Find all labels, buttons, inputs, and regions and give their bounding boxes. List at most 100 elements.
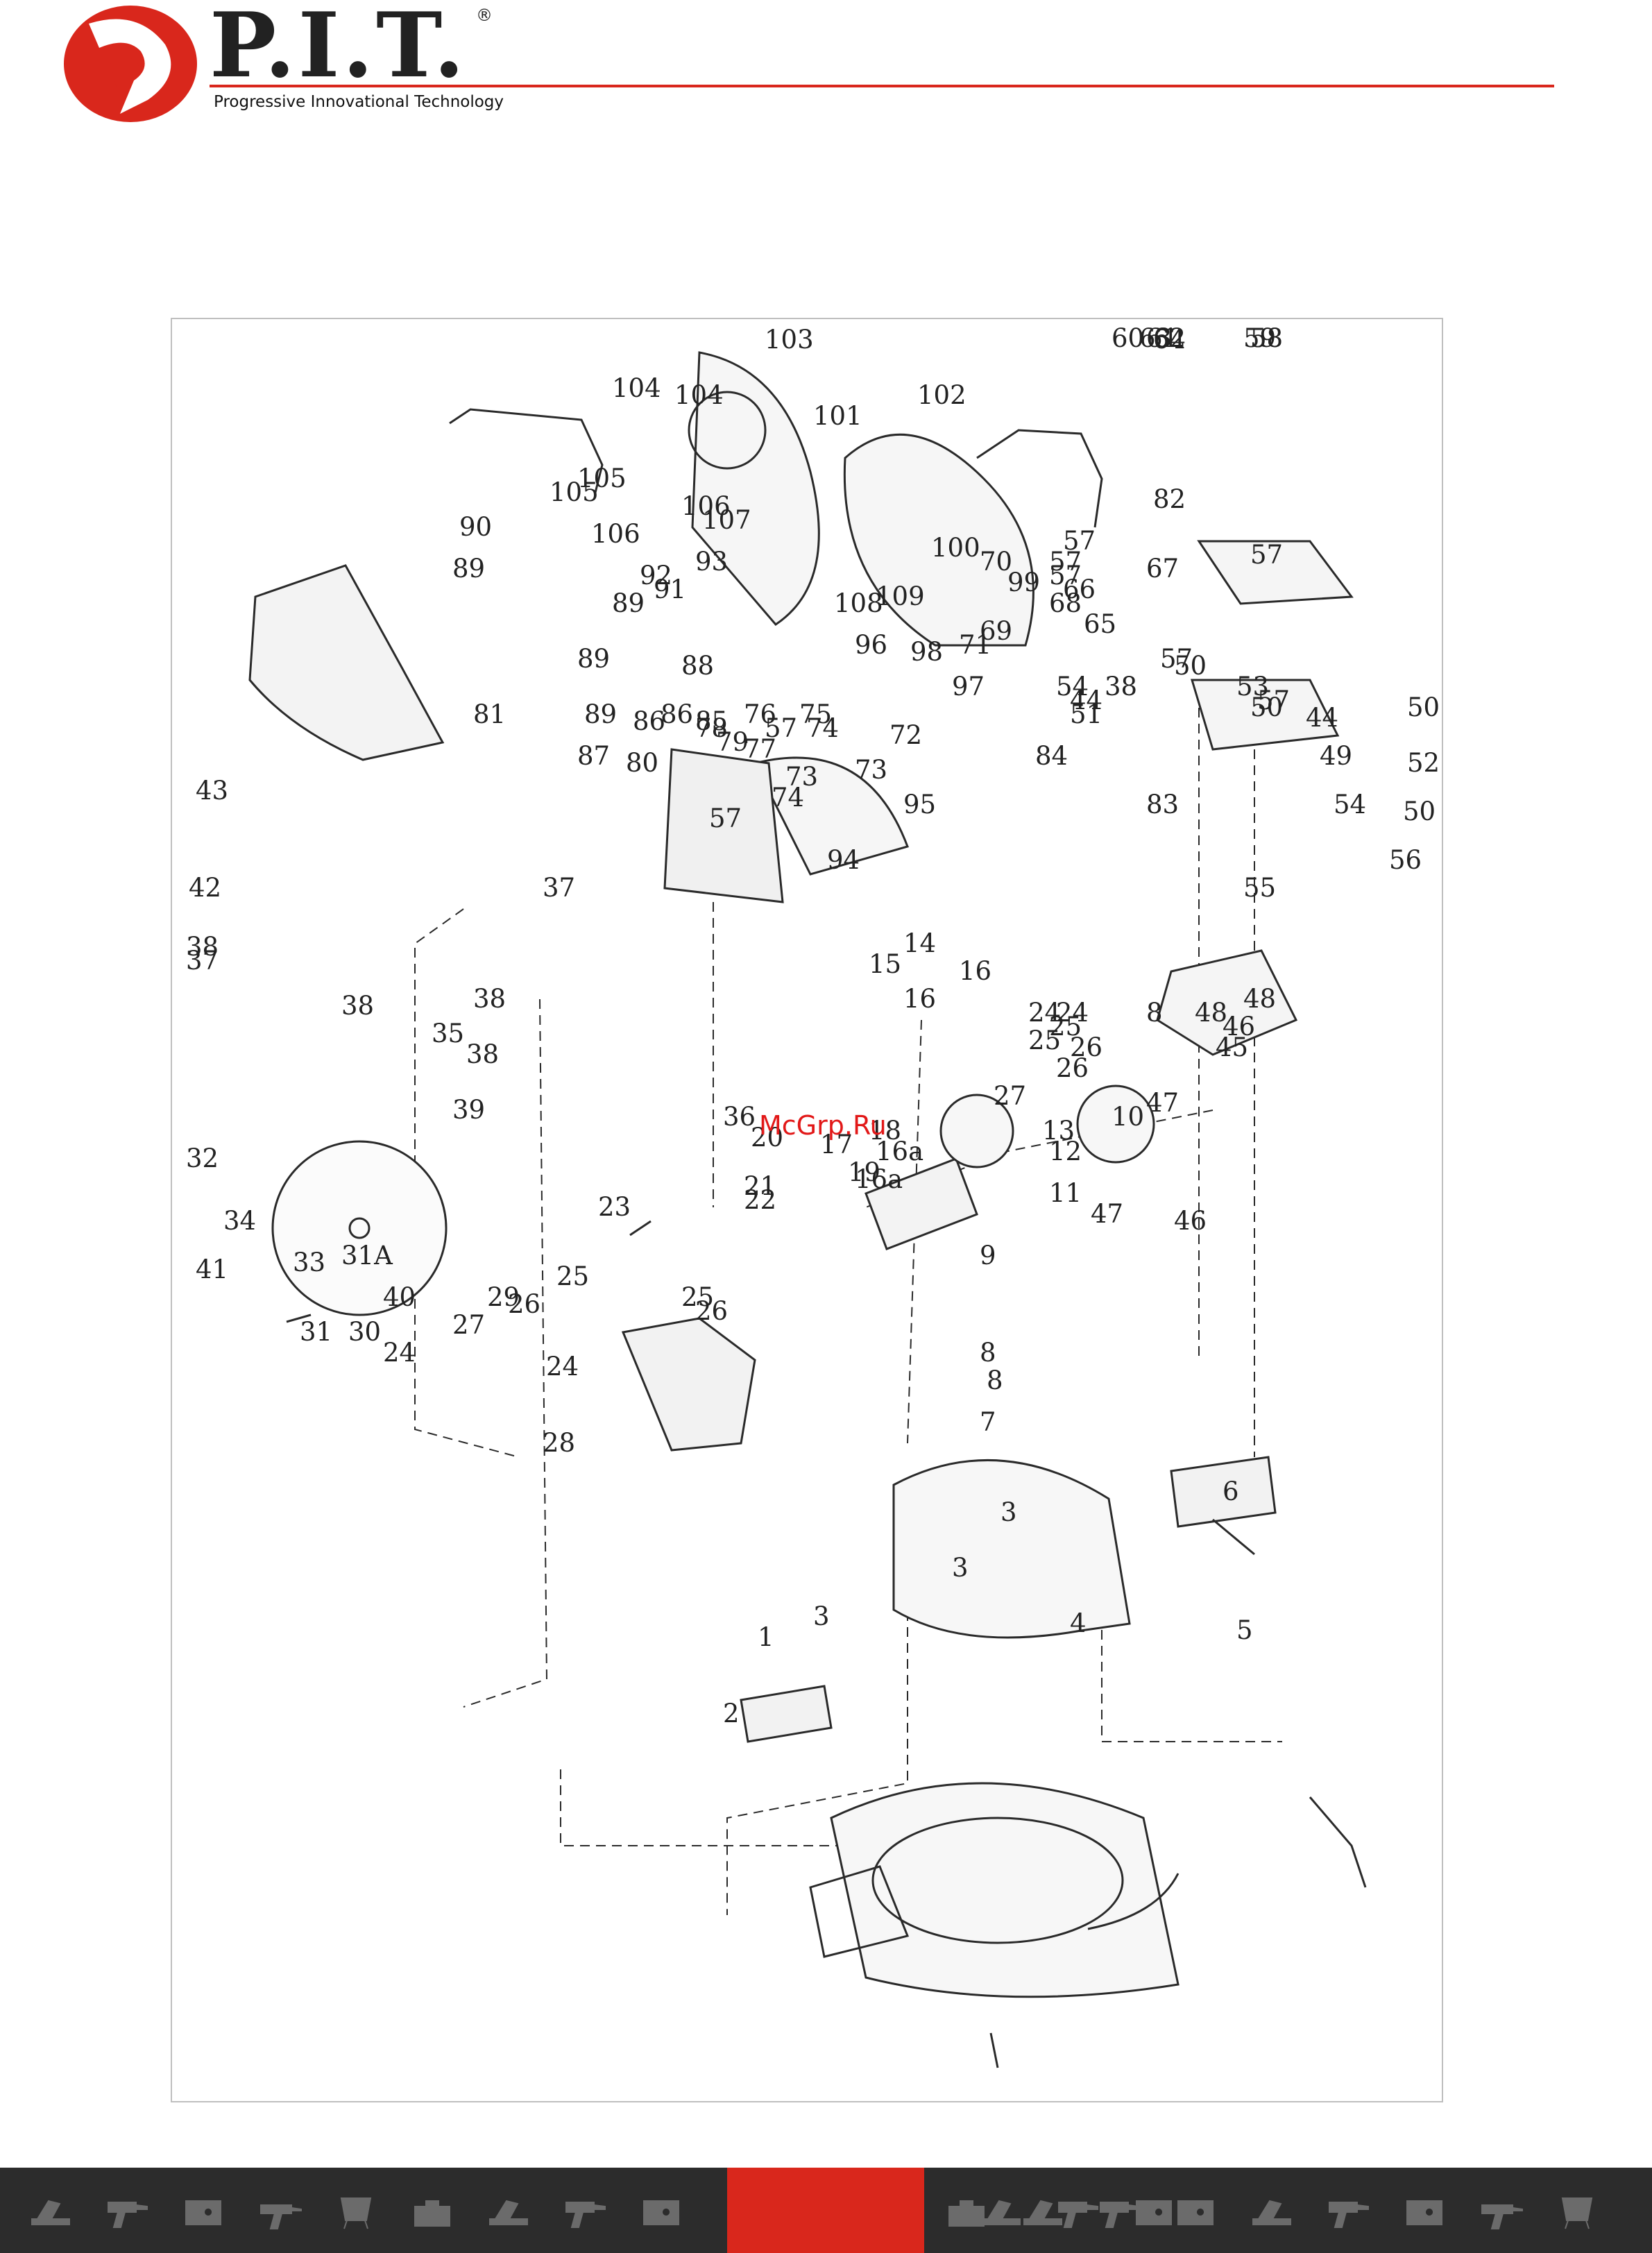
part-callout: 31A (341, 1241, 393, 1270)
part-callout: 104 (674, 380, 724, 410)
part-callout: 38 (473, 984, 506, 1014)
part-callout: 35 (432, 1019, 464, 1048)
part-callout: 47 (1091, 1199, 1123, 1229)
part-callout: 25 (1028, 1026, 1061, 1055)
part-callout: 3 (952, 1553, 969, 1583)
part-callout: 86 (661, 699, 693, 729)
part-callout: 41 (196, 1255, 228, 1284)
registered-mark: ® (476, 6, 493, 25)
part-callout: 73 (785, 762, 818, 792)
part-callout: 38 (341, 991, 374, 1021)
part-callout: 16 (959, 956, 991, 986)
part-callout: 1 (758, 1622, 774, 1652)
part-callout: 18 (869, 1116, 901, 1146)
part-callout: 95 (903, 790, 936, 819)
part-callout: 51 (1070, 699, 1102, 729)
part-callout: 108 (834, 588, 883, 618)
part-callout: 78 (695, 713, 728, 743)
toolbox-icon (409, 2188, 455, 2231)
part-callout: 97 (952, 672, 985, 702)
part-callout: 8 (1146, 998, 1163, 1028)
part-callout: 24 (1028, 998, 1061, 1028)
part-callout: 73 (855, 755, 887, 785)
part-callout: 33 (293, 1248, 325, 1277)
part-callout: 83 (1146, 790, 1179, 819)
part-callout: 28 (543, 1428, 575, 1458)
part-callout: 37 (543, 873, 575, 903)
part-callout: 106 (591, 519, 640, 549)
part-callout: 57 (1049, 547, 1082, 577)
part-callout: 44 (1070, 686, 1102, 715)
part-callout: 105 (577, 464, 627, 493)
part-callout: 22 (744, 1185, 776, 1215)
part-callout: 57 (765, 713, 797, 743)
part-callout: 102 (917, 380, 966, 410)
part-callout: 24 (383, 1338, 416, 1368)
generator-icon (1131, 2188, 1177, 2231)
part-callout: 80 (626, 748, 658, 778)
part-callout: 61 (1146, 323, 1179, 353)
part-callout: 62 (1153, 323, 1186, 353)
generator-icon (1402, 2188, 1447, 2231)
part-callout: 55 (1243, 873, 1276, 903)
drill-icon (562, 2188, 608, 2231)
part-callout: 27 (452, 1310, 485, 1340)
generator-icon (180, 2188, 226, 2231)
brand-name: P.I.T. (210, 0, 468, 98)
part-callout: 66 (1063, 575, 1096, 604)
part-callout: 25 (1049, 1012, 1082, 1042)
part-callout: 57 (1257, 686, 1290, 715)
part-callout: 93 (695, 547, 728, 577)
part-callout: 92 (640, 561, 672, 590)
part-callout: 50 (1403, 797, 1436, 826)
part-callout: 70 (980, 547, 1012, 577)
drill-icon (1325, 2188, 1371, 2231)
part-callout: 31 (300, 1317, 332, 1347)
part-callout: 37 (186, 946, 219, 976)
part-callout: 17 (820, 1130, 853, 1159)
part-callout: 91 (654, 575, 686, 604)
part-callout: 19 (848, 1157, 880, 1187)
part-callout: 58 (1250, 323, 1283, 353)
part-callout: 107 (702, 505, 751, 535)
part-callout: 25 (681, 1282, 714, 1312)
part-callout: 5 (1236, 1615, 1253, 1645)
drill-icon (1055, 2188, 1100, 2231)
part-callout: 89 (584, 699, 617, 729)
footer-accent-block (727, 2168, 924, 2253)
part-callout: 60 (1112, 323, 1144, 353)
part-callout: 99 (1007, 568, 1040, 597)
part-callout: 54 (1334, 790, 1366, 819)
watermark-text: McGrp.Ru (759, 1110, 887, 1141)
part-callout: 53 (1236, 672, 1269, 702)
header-rule (210, 85, 1554, 87)
part-callout: 26 (695, 1296, 728, 1326)
part-callout: 85 (695, 706, 728, 736)
part-callout: 88 (681, 651, 714, 681)
part-callout: 45 (1216, 1032, 1248, 1062)
part-callout: 24 (1056, 998, 1089, 1028)
part-callout: 16a (876, 1137, 923, 1166)
part-callout: 50 (1174, 651, 1207, 681)
part-callout: 75 (799, 699, 832, 729)
part-callout: 30 (348, 1317, 381, 1347)
part-callout: 27 (994, 1081, 1026, 1111)
generator-icon (638, 2188, 684, 2231)
part-callout: 105 (550, 477, 599, 507)
part-callout: 15 (869, 949, 901, 979)
toolbox-icon (944, 2188, 989, 2231)
part-callout: 89 (612, 588, 645, 618)
part-callout: 59 (1243, 323, 1276, 353)
part-callout: 16a (855, 1164, 903, 1194)
part-callout: 106 (681, 491, 731, 521)
miter-saw-icon (28, 2188, 74, 2231)
part-callout: 86 (633, 706, 665, 736)
part-callout: 103 (765, 325, 814, 355)
part-callout: 48 (1195, 998, 1227, 1028)
part-callout: 39 (452, 1095, 485, 1125)
part-callout: 20 (751, 1123, 783, 1153)
mixer-icon (1554, 2188, 1600, 2231)
part-callout: 38 (1105, 672, 1137, 702)
part-callout: 43 (196, 776, 228, 806)
